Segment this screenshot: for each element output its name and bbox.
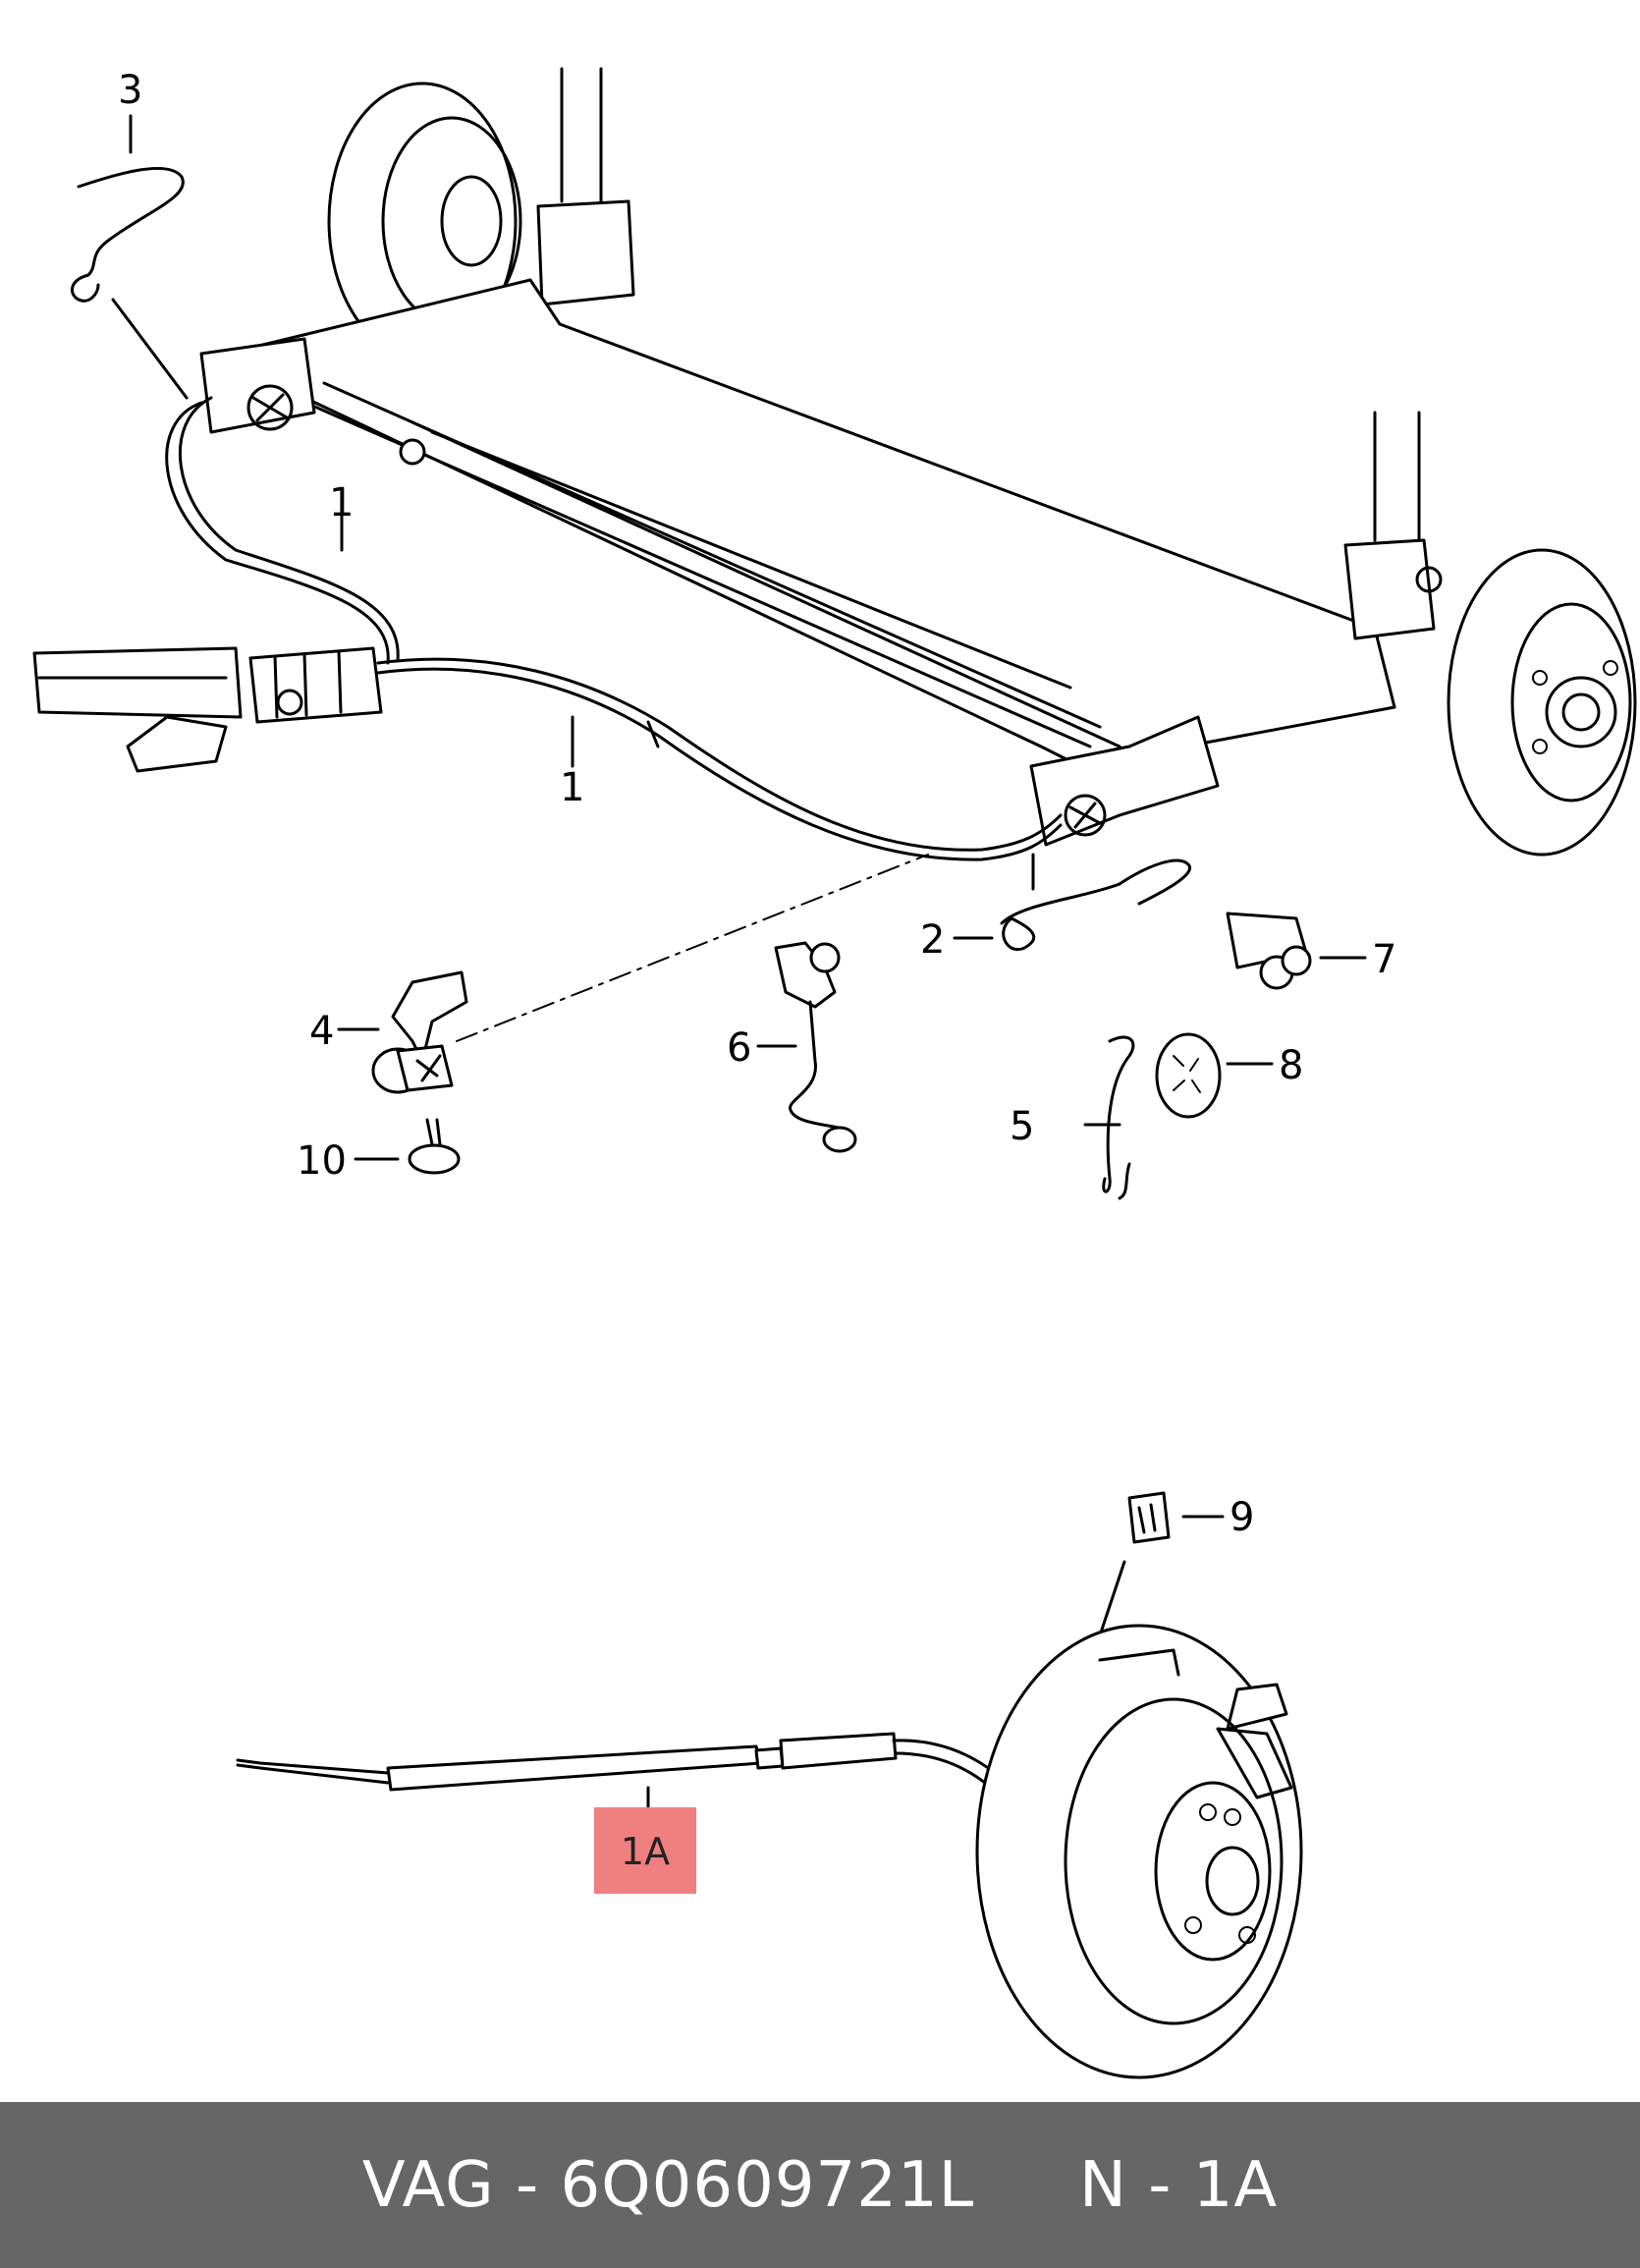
- part-4-bracket: [371, 970, 468, 1094]
- callout-1-upper: 1: [329, 480, 354, 526]
- parts-diagram: 1 1 2 3 4 5 6 7 8 9 10 1A: [32, 67, 1637, 2079]
- part-10-bolt: [408, 1118, 461, 1175]
- handbrake-cables: [165, 396, 1063, 861]
- part-9-clip: [1127, 1491, 1171, 1544]
- part-5-spring-clip: [1102, 1035, 1135, 1200]
- callout-9: 9: [1230, 1495, 1254, 1540]
- part-2-clip: [1000, 858, 1192, 952]
- callout-8: 8: [1279, 1043, 1303, 1088]
- part-8-washer: [1155, 1032, 1222, 1119]
- callout-2: 2: [920, 917, 945, 963]
- callout-6: 6: [727, 1025, 751, 1071]
- part-6-clip: [774, 941, 857, 1153]
- part-number-label: VAG - 6Q0609721L N - 1A: [361, 2148, 1279, 2222]
- callout-5: 5: [1010, 1104, 1034, 1149]
- callout-1A-highlight: [594, 1807, 696, 1894]
- callout-leaders: [111, 114, 1367, 1824]
- callout-10: 10: [297, 1138, 347, 1184]
- brake-backing-plate: [975, 1624, 1303, 2079]
- callout-1A: 1A: [621, 1830, 670, 1873]
- footer-bar: VAG - 6Q0609721L N - 1A: [0, 2102, 1640, 2268]
- part-3-clip: [70, 167, 185, 303]
- callout-3: 3: [118, 68, 142, 113]
- callout-1-lower: 1: [560, 765, 584, 810]
- part-7-clip: [1226, 912, 1312, 990]
- rear-axle-assembly: [32, 67, 1637, 857]
- callout-4: 4: [309, 1009, 334, 1054]
- cable-1A: [236, 1732, 1013, 1799]
- callout-7: 7: [1372, 937, 1396, 982]
